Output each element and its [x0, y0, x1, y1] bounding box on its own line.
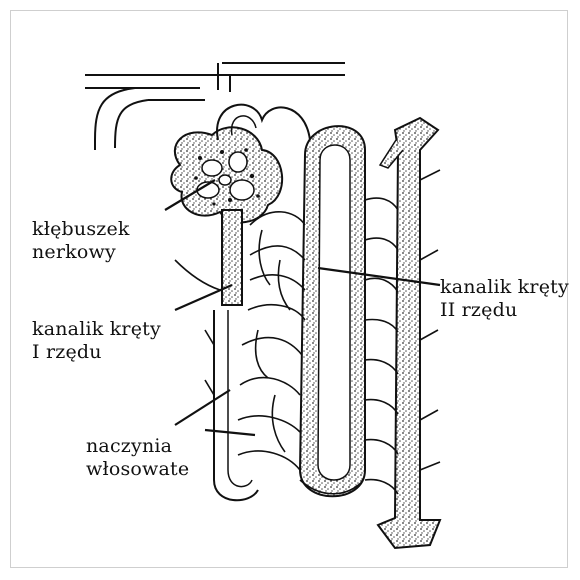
- glomerulus: [171, 127, 282, 222]
- loop-tubule: [300, 126, 365, 496]
- label-capillaries-line1: naczynia: [86, 435, 189, 458]
- label-tubule-1-line1: kanalik kręty: [32, 318, 161, 341]
- label-tubule-1: kanalik kręty I rzędu: [32, 318, 161, 364]
- label-tubule-1-line2: I rzędu: [32, 341, 161, 364]
- label-tubule-2: kanalik kręty II rzędu: [440, 276, 569, 322]
- label-tubule-2-line2: II rzędu: [440, 299, 569, 322]
- label-capillaries-line2: włosowate: [86, 458, 189, 481]
- label-tubule-2-line1: kanalik kręty: [440, 276, 569, 299]
- label-capillaries: naczynia włosowate: [86, 435, 189, 481]
- label-glomerulus-line1: kłębuszek: [32, 218, 130, 241]
- label-glomerulus-line2: nerkowy: [32, 241, 130, 264]
- leader-capillaries-a: [175, 390, 230, 425]
- label-glomerulus: kłębuszek nerkowy: [32, 218, 130, 264]
- leader-capillaries-b: [205, 430, 255, 435]
